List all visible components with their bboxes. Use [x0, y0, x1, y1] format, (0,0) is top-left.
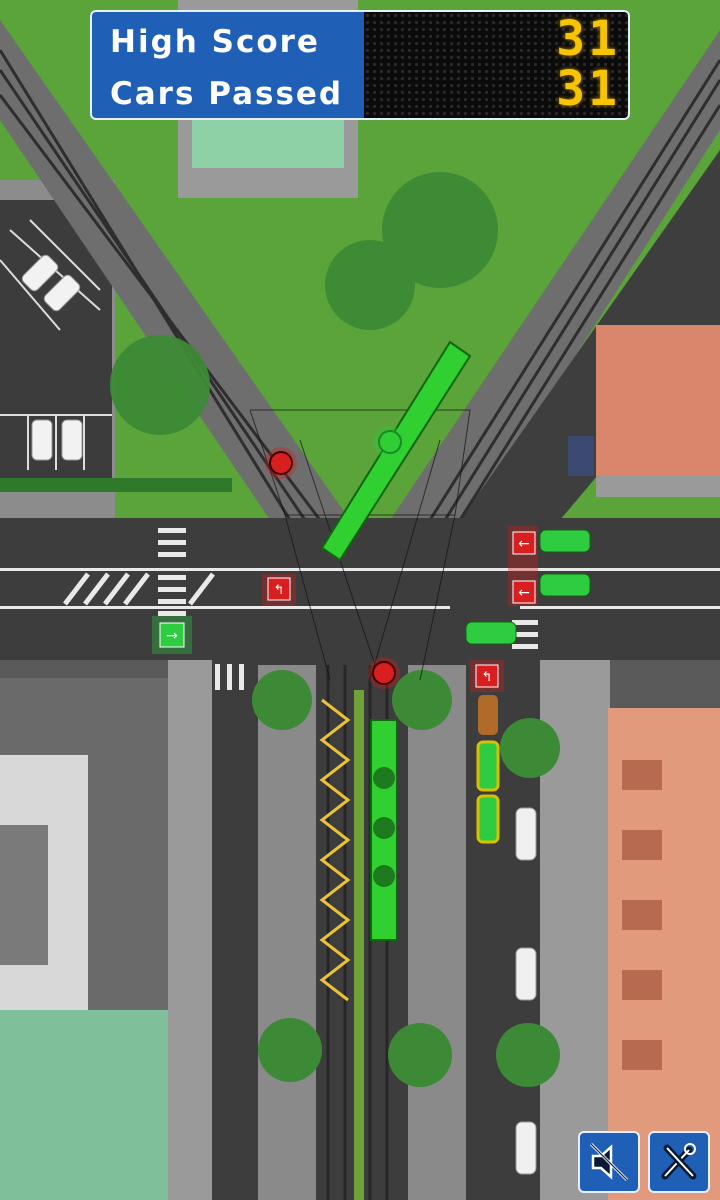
- hatched-median: [63, 572, 215, 606]
- cars-passed-value: 31: [556, 61, 620, 117]
- main-road: [0, 518, 720, 660]
- tram-platform-left: [258, 665, 316, 1200]
- tram-platform-right: [408, 665, 466, 1200]
- svg-text:←: ←: [518, 585, 530, 601]
- hedge: [0, 478, 232, 492]
- tram-signal-south[interactable]: [368, 657, 400, 689]
- crosswalk-south: [215, 664, 244, 690]
- speaker-muted-icon: [589, 1142, 629, 1182]
- svg-text:→: →: [166, 628, 178, 644]
- car-signal-west-left[interactable]: ↰: [262, 574, 296, 606]
- cars-eastbound-queue: [465, 529, 591, 645]
- svg-text:←: ←: [518, 536, 530, 552]
- tram-signal-north[interactable]: [265, 447, 297, 479]
- tram-grass-strip: [354, 690, 364, 1200]
- svg-text:↰: ↰: [274, 583, 285, 598]
- parked-cars: [21, 254, 83, 461]
- score-panel: High Score Cars Passed 31 31: [90, 10, 630, 120]
- building-right-bottom-windows: [622, 760, 662, 1070]
- cars-passed-label: Cars Passed: [110, 76, 344, 112]
- left-sidewalk: [168, 660, 212, 1200]
- high-score-label: High Score: [110, 24, 320, 60]
- car-signal-east-left[interactable]: ← ←: [508, 526, 538, 606]
- car-signal-south-left[interactable]: ↰: [470, 660, 504, 692]
- cars-southbound-queue: [476, 695, 500, 844]
- tram-waiting: [370, 719, 398, 941]
- zigzag-marking: [319, 698, 351, 1002]
- trees-lower: [252, 670, 560, 1087]
- parked-cars-south: [515, 807, 537, 1175]
- car-signal-west-straight[interactable]: →: [152, 616, 192, 654]
- building-right-top: [596, 325, 720, 495]
- road-markings: [0, 528, 720, 649]
- tram-signal-center[interactable]: [373, 426, 405, 458]
- building-left-bottom-roof: [0, 1010, 168, 1200]
- building-left-bottom-inner: [0, 825, 48, 965]
- svg-text:↰: ↰: [482, 670, 493, 685]
- parking-lines: [0, 219, 112, 470]
- building-top-roof: [192, 120, 344, 168]
- trees-upper: [110, 172, 498, 435]
- overhead-wires: [249, 409, 471, 681]
- diagonal-roads: [0, 20, 720, 521]
- wrench-screwdriver-icon: [661, 1143, 697, 1180]
- high-score-value: 31: [556, 11, 620, 67]
- led-scoreboard: 31 31: [364, 11, 628, 118]
- mute-button[interactable]: [578, 1131, 640, 1193]
- settings-button[interactable]: [648, 1131, 710, 1193]
- dumpster: [568, 436, 594, 476]
- building-right-top-base: [596, 475, 720, 497]
- tram-crossing: [320, 340, 472, 562]
